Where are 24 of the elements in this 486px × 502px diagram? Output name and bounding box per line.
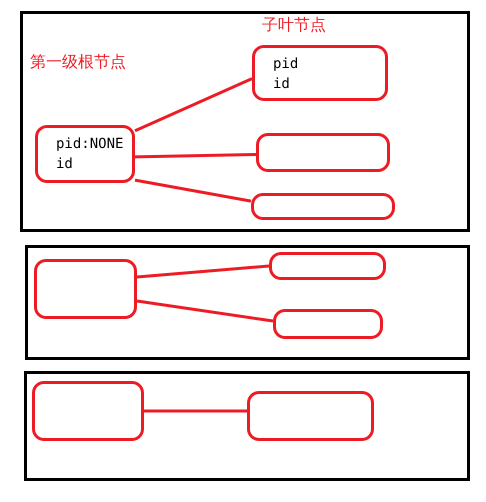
connector-line (144, 410, 247, 412)
tree-node-box (252, 45, 388, 101)
tree-node-box (269, 252, 386, 280)
node-text: pid:NONE (56, 135, 124, 154)
connector-line (134, 178, 252, 203)
tree-node-box (247, 391, 374, 441)
panel-frame (24, 371, 470, 481)
tree-node-box (32, 381, 144, 441)
connector-line (134, 152, 256, 158)
tree-node-box (35, 125, 135, 183)
node-text: id (273, 75, 291, 94)
connector-line (134, 77, 253, 132)
panel-frame (25, 245, 470, 360)
tree-node-box (34, 259, 137, 319)
annotation-label: 第一级根节点 (30, 52, 126, 72)
annotation-label: 子叶节点 (262, 15, 326, 35)
connector-line (136, 300, 274, 322)
tree-node-box (273, 309, 383, 339)
tree-node-box (251, 193, 395, 220)
panel-frame (20, 11, 470, 232)
node-text: pid (273, 55, 300, 74)
node-text: id (56, 155, 74, 174)
connector-line (136, 264, 270, 278)
tree-node-box (256, 133, 390, 172)
